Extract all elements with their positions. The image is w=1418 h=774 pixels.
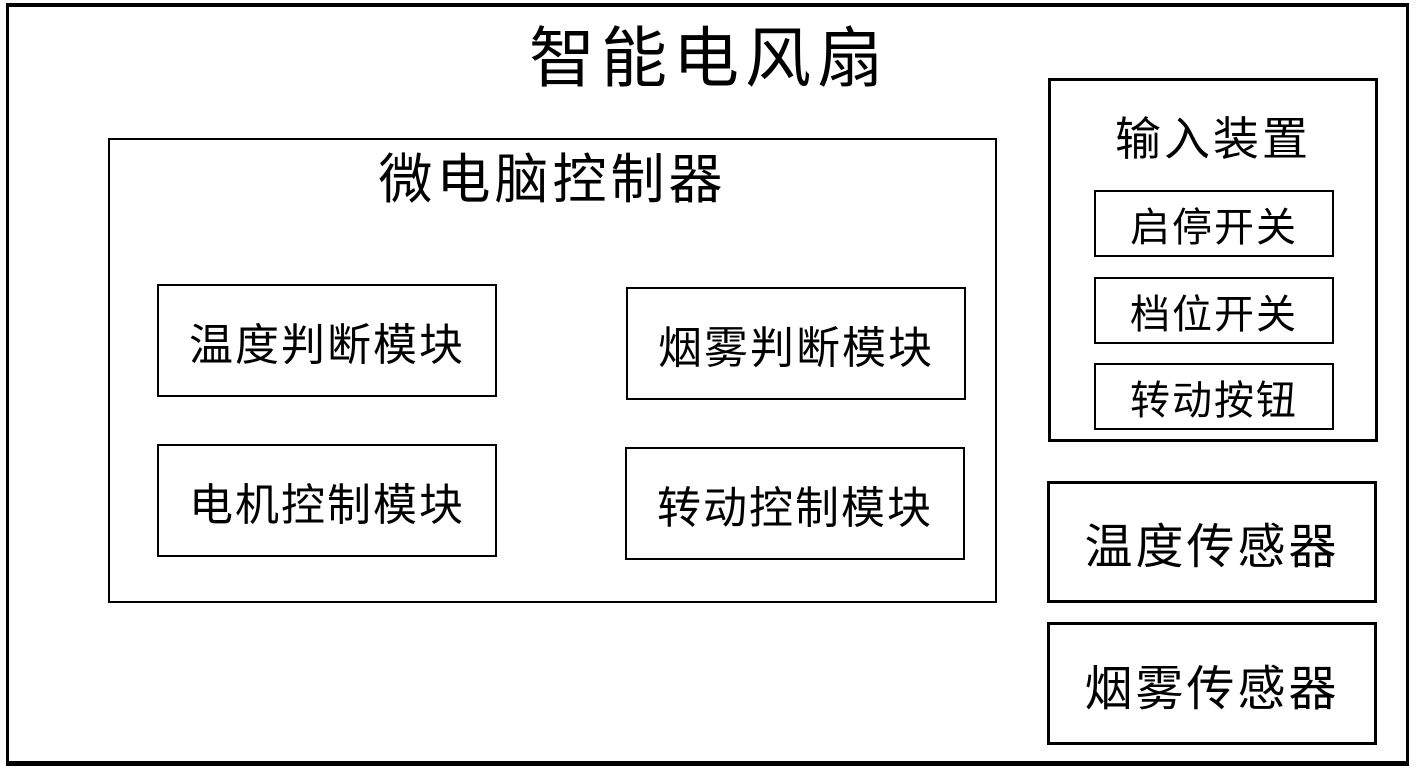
diagram-outer-frame (6, 3, 1409, 766)
temperature-sensor-box: 温度传感器 (1047, 481, 1377, 603)
motor-control-module-box: 电机控制模块 (157, 444, 497, 557)
diagram-title: 智能电风扇 (529, 23, 889, 96)
input-device-box: 输入装置 启停开关 档位开关 转动按钮 (1048, 78, 1378, 442)
rotation-control-module-box: 转动控制模块 (625, 447, 965, 560)
smoke-judgment-module-box: 烟雾判断模块 (626, 287, 966, 400)
start-stop-switch-box: 启停开关 (1094, 190, 1334, 257)
gear-switch-box: 档位开关 (1094, 277, 1334, 344)
microcomputer-controller-label: 微电脑控制器 (378, 150, 727, 210)
microcomputer-controller-box: 微电脑控制器 温度判断模块 烟雾判断模块 电机控制模块 转动控制模块 (108, 138, 997, 603)
temperature-judgment-module-box: 温度判断模块 (157, 284, 497, 397)
input-device-label: 输入装置 (1115, 114, 1311, 165)
rotation-button-box: 转动按钮 (1094, 363, 1334, 430)
smoke-sensor-box: 烟雾传感器 (1047, 622, 1377, 745)
